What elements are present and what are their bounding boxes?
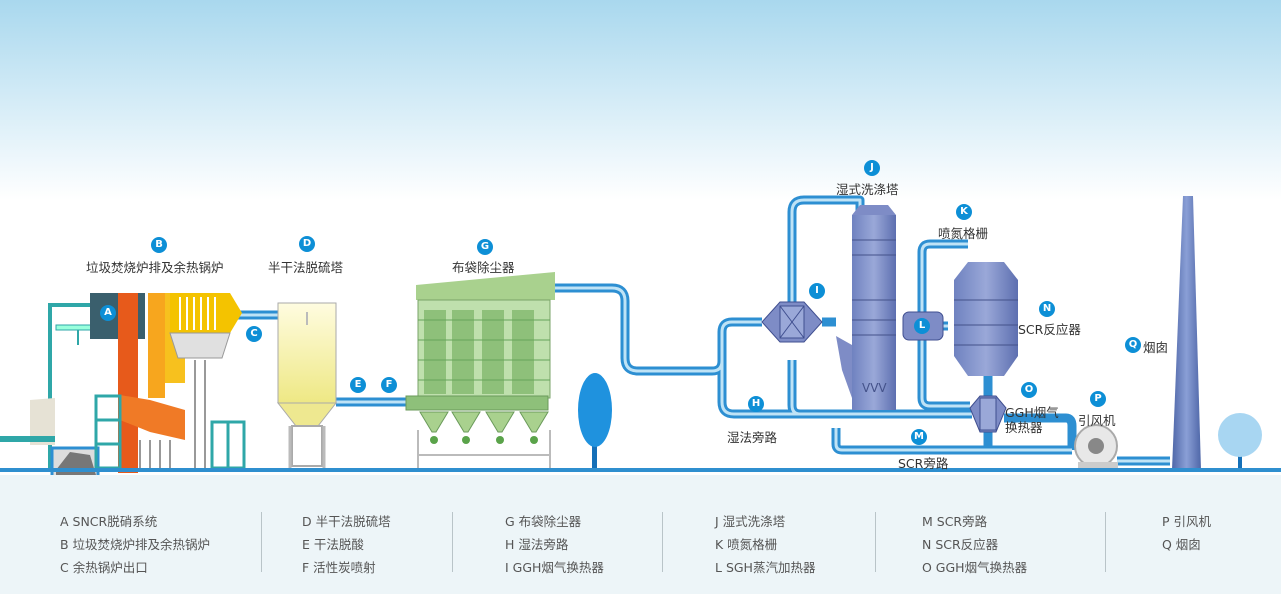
badge-e: E <box>350 377 366 393</box>
label-wet-scrubber: 湿式洗涤塔 <box>836 182 899 197</box>
small-tree-icon <box>1218 413 1262 470</box>
label-scr-reactor: SCR反应器 <box>1018 322 1081 337</box>
legend-divider <box>452 512 453 572</box>
ggh-heater-o <box>969 395 1007 433</box>
legend-item: G 布袋除尘器 <box>505 514 582 529</box>
chimney <box>1172 196 1201 470</box>
legend-item: I GGH烟气换热器 <box>505 560 604 575</box>
badge-q: Q <box>1125 337 1141 353</box>
wet-scrubber: VVV <box>836 205 896 410</box>
legend-item: O GGH烟气换热器 <box>922 560 1028 575</box>
svg-text:VVV: VVV <box>862 381 887 395</box>
semi-dry-tower <box>276 302 338 470</box>
badge-i: I <box>809 283 825 299</box>
label-baghouse: 布袋除尘器 <box>452 260 515 275</box>
legend-col-6: P 引风机 Q 烟囱 <box>1162 510 1211 556</box>
induced-fan <box>1074 424 1118 470</box>
boiler <box>0 293 246 494</box>
legend-panel <box>0 475 1281 594</box>
scr-reactor <box>954 262 1018 376</box>
badge-d: D <box>299 236 315 252</box>
badge-h: H <box>748 396 764 412</box>
badge-k: K <box>956 204 972 220</box>
legend-col-3: G 布袋除尘器 H 湿法旁路 I GGH烟气换热器 <box>505 510 604 579</box>
label-ggh-o-1: GGH烟气 <box>1005 405 1059 420</box>
legend-item: H 湿法旁路 <box>505 537 569 552</box>
badge-o: O <box>1021 382 1037 398</box>
badge-p: P <box>1090 391 1106 407</box>
pipes-inner <box>238 198 1170 463</box>
legend-divider <box>1105 512 1106 572</box>
legend-divider <box>875 512 876 572</box>
legend-item: D 半干法脱硫塔 <box>302 514 391 529</box>
badge-m: M <box>911 429 927 445</box>
label-scr-bypass: SCR旁路 <box>898 456 949 471</box>
legend-divider <box>261 512 262 572</box>
baghouse <box>405 272 555 470</box>
badge-g: G <box>477 239 493 255</box>
label-fan: 引风机 <box>1078 413 1116 428</box>
badge-l: L <box>914 318 930 334</box>
legend-item: J 湿式洗涤塔 <box>715 514 786 529</box>
sky-background <box>0 0 1281 200</box>
label-chimney: 烟囱 <box>1143 340 1169 355</box>
badge-j: J <box>864 160 880 176</box>
label-ggh-o-2: 换热器 <box>1005 420 1043 435</box>
badge-n: N <box>1039 301 1055 317</box>
legend-col-2: D 半干法脱硫塔 E 干法脱酸 F 活性炭喷射 <box>302 510 391 579</box>
ground-line <box>0 468 1281 472</box>
label-ammonia-grid: 喷氮格栅 <box>938 226 989 241</box>
label-semi-dry-tower: 半干法脱硫塔 <box>268 260 344 275</box>
legend-item: P 引风机 <box>1162 514 1212 529</box>
legend-item: A SNCR脱硝系统 <box>60 514 158 529</box>
badge-b: B <box>151 237 167 253</box>
legend-item: F 活性炭喷射 <box>302 560 376 575</box>
legend-divider <box>662 512 663 572</box>
legend-item: B 垃圾焚烧炉排及余热锅炉 <box>60 537 211 552</box>
legend-item: M SCR旁路 <box>922 514 988 529</box>
legend-item: N SCR反应器 <box>922 537 999 552</box>
legend-col-5: M SCR旁路 N SCR反应器 O GGH烟气换热器 <box>922 510 1027 579</box>
legend-item: L SGH蒸汽加热器 <box>715 560 816 575</box>
legend-col-1: A SNCR脱硝系统 B 垃圾焚烧炉排及余热锅炉 C 余热锅炉出口 <box>60 510 210 579</box>
badge-a: A <box>100 305 116 321</box>
badge-c: C <box>246 326 262 342</box>
label-wet-bypass: 湿法旁路 <box>727 430 778 445</box>
label-boiler: 垃圾焚烧炉排及余热锅炉 <box>86 260 224 275</box>
legend-item: K 喷氮格栅 <box>715 537 778 552</box>
legend-item: E 干法脱酸 <box>302 537 364 552</box>
badge-f: F <box>381 377 397 393</box>
tree-icon <box>578 373 612 470</box>
ggh-heater-i <box>761 301 823 343</box>
legend-col-4: J 湿式洗涤塔 K 喷氮格栅 L SGH蒸汽加热器 <box>715 510 815 579</box>
legend-item: Q 烟囱 <box>1162 537 1201 552</box>
legend-item: C 余热锅炉出口 <box>60 560 148 575</box>
